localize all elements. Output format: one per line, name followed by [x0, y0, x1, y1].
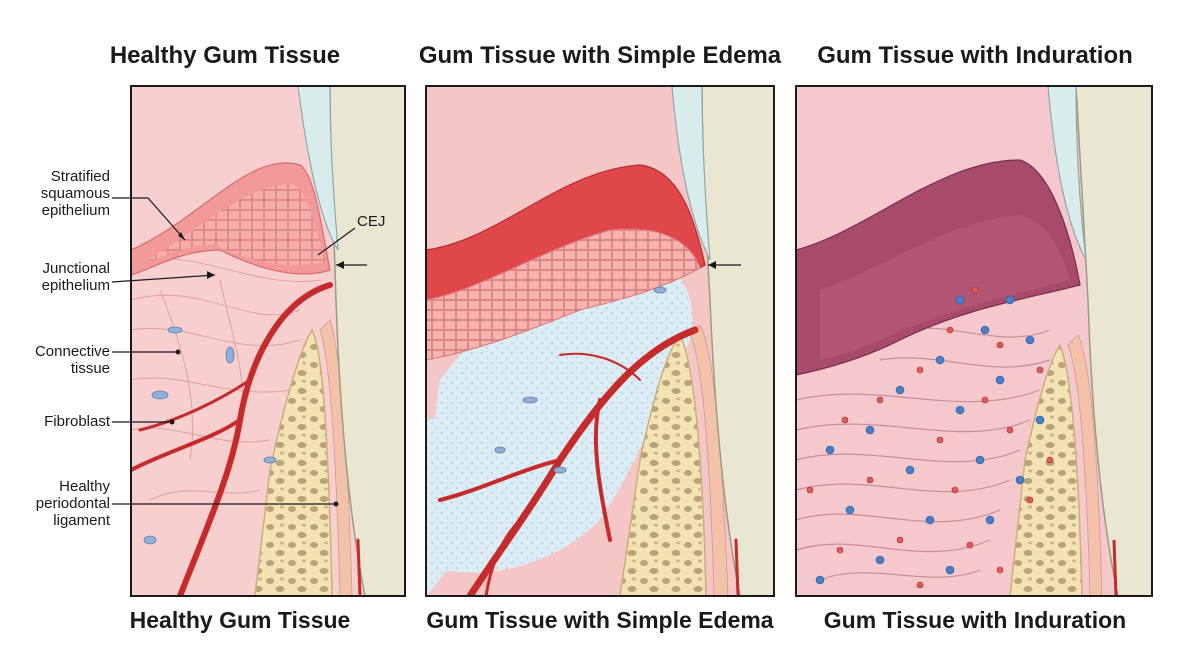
- panel-caption-edema: Gum Tissue with Simple Edema: [426, 607, 774, 633]
- collagen-fibers: [131, 257, 321, 501]
- lymphocytes: [815, 295, 1045, 585]
- plasma-cells: [806, 286, 1054, 589]
- panel-caption-healthy: Healthy Gum Tissue: [129, 607, 351, 633]
- inflammatory-cells: [806, 286, 1054, 589]
- label-junctional-epithelium: Junctional epithelium: [41, 260, 110, 294]
- panel-caption-induration: Gum Tissue with Induration: [823, 607, 1127, 633]
- epithelial-cell-layer: [150, 184, 326, 266]
- label-connective-tissue: Connective tissue: [34, 343, 110, 377]
- alveolar-bone: [1009, 343, 1083, 596]
- fibroblast-cells: [143, 326, 277, 545]
- periodontal-ligament: [689, 324, 729, 596]
- panel-title-induration: Gum Tissue with Induration: [817, 42, 1133, 69]
- tooth-enamel: [297, 86, 339, 251]
- edema-panel-illustration: [426, 86, 774, 596]
- healthy-panel-frame: [130, 85, 406, 597]
- induration-panel-frame: [795, 85, 1153, 597]
- alveolar-bone: [254, 328, 333, 596]
- label-fibroblast: Fibroblast: [44, 413, 110, 430]
- label-markers: [169, 232, 344, 507]
- panel-title-edema: Gum Tissue with Simple Edema: [418, 42, 782, 69]
- epithelium-inner-layer: [820, 215, 1070, 360]
- dilated-blood-vessels: [438, 326, 740, 596]
- edema-panel-frame: [425, 85, 775, 597]
- periodontal-ligament: [319, 319, 353, 596]
- induration-panel-illustration: [796, 86, 1152, 596]
- blood-vessels: [131, 282, 362, 596]
- epithelial-cell-layer: [426, 228, 701, 361]
- label-leader-lines: [111, 197, 367, 505]
- tooth-enamel: [671, 86, 711, 261]
- fibroblast-cells: [494, 286, 667, 474]
- label-periodontal-ligament: Healthy periodontal ligament: [35, 478, 110, 529]
- alveolar-bone: [619, 333, 707, 596]
- cej-arrowhead-edema: [708, 261, 716, 269]
- tooth-root: [1075, 86, 1152, 596]
- tooth-enamel: [1047, 86, 1087, 261]
- healthy-panel-illustration: [131, 86, 405, 596]
- label-stratified-epithelium: Stratified squamous epithelium: [40, 168, 110, 219]
- label-cej: CEJ: [357, 213, 386, 230]
- panel-title-healthy: Healthy Gum Tissue: [109, 42, 341, 69]
- blood-vessel: [1112, 539, 1118, 596]
- edema-fluid-region-lower: [426, 418, 473, 596]
